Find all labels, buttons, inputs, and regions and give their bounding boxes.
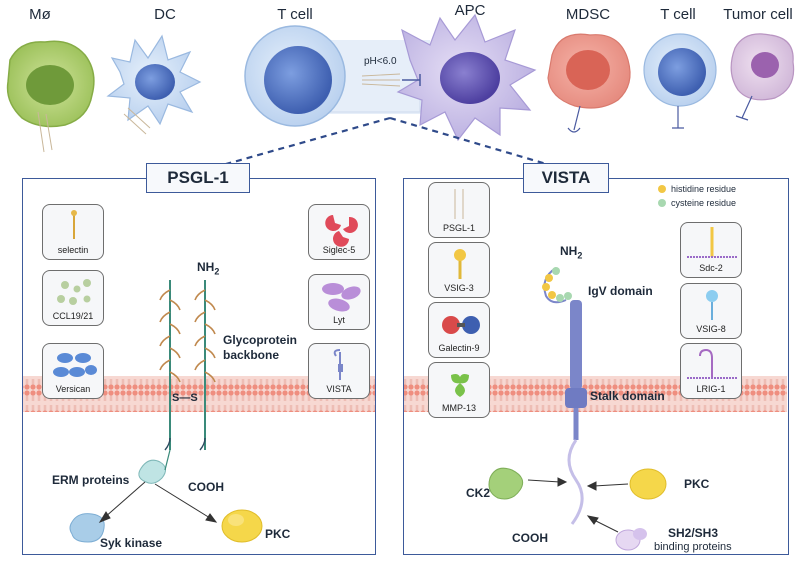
psgl-arrows	[98, 481, 218, 524]
ck2-label: CK2	[466, 486, 491, 500]
psgl-title: PSGL-1	[146, 163, 250, 193]
erm-label: ERM proteins	[52, 473, 130, 487]
glycoprotein-label: Glycoprotein backbone	[223, 333, 298, 362]
syk-kinase-shape	[69, 513, 105, 543]
vista-ligand-vsig-3: VSIG-3	[428, 242, 490, 298]
apc-cell	[361, 13, 537, 142]
dendritic-cell	[106, 34, 202, 135]
t-cell-right	[643, 33, 717, 129]
tumor-cell	[730, 33, 795, 121]
histidine-residues	[542, 274, 556, 299]
tumor-label: Tumor cell	[723, 6, 793, 23]
connector-right	[389, 116, 561, 170]
psgl-pkc-label: PKC	[265, 527, 291, 541]
vista-ligand-sdc-2: Sdc-2	[680, 222, 742, 278]
t-cell-left	[244, 25, 430, 127]
ligand-vista: VISTA	[308, 343, 370, 399]
ligand-ccl19-21: CCL19/21	[42, 270, 104, 326]
vista-nh2-label: NH2	[560, 244, 583, 261]
psgl-cooh-label: COOH	[188, 480, 224, 494]
ligand-versican: Versican	[42, 343, 104, 399]
vista-pkc-label: PKC	[684, 477, 710, 491]
mo-label: Mø	[29, 6, 51, 23]
ligand-siglec-5: Siglec-5	[308, 204, 370, 260]
syk-label: Syk kinase	[100, 536, 163, 550]
psgl-pkc-shape	[221, 509, 263, 543]
cysteine-legend-label: cysteine residue	[671, 198, 737, 208]
ph-label: pH<6.0	[364, 56, 397, 67]
disulfide-label: S—S	[172, 392, 198, 404]
vista-ligand-mmp-13: MMP-13	[428, 362, 490, 418]
vista-ligand-vsig-8: VSIG-8	[680, 283, 742, 339]
vista-arrows	[527, 477, 629, 533]
mdsc-cell	[547, 33, 631, 133]
vista-molecule	[542, 267, 587, 525]
igv-label: IgV domain	[588, 284, 653, 298]
ligand-lyt: Lyt	[308, 274, 370, 330]
sh-label: SH2/SH3	[668, 526, 719, 540]
sh-sub-label: binding proteins	[654, 541, 732, 553]
vista-cooh-label: COOH	[512, 531, 548, 545]
apc-label: APC	[454, 2, 486, 19]
cysteine-residues	[552, 267, 572, 302]
stalk-label: Stalk domain	[590, 389, 665, 403]
psgl-backbone	[159, 280, 216, 451]
cysteine-legend-dot	[658, 199, 666, 207]
vista-ligand-galectin-9: Galectin-9	[428, 302, 490, 358]
vista-ligand-lrig-1: LRIG-1	[680, 343, 742, 399]
vista-legend: histidine residue cysteine residue	[658, 184, 736, 208]
tcell-left-label: T cell	[277, 6, 313, 23]
erm-protein-shape	[138, 449, 171, 484]
ck2-shape	[488, 467, 524, 500]
macrophage-cell	[6, 40, 95, 153]
histidine-legend-label: histidine residue	[671, 184, 737, 194]
vista-title: VISTA	[523, 163, 609, 193]
tcell-right-label: T cell	[660, 6, 696, 23]
psgl-nh2-label: NH2	[197, 260, 220, 277]
vista-ligand-psgl-1: PSGL-1	[428, 182, 490, 238]
connector-left	[211, 116, 391, 170]
histidine-legend-dot	[658, 185, 666, 193]
mdsc-label: MDSC	[565, 6, 611, 23]
sh-protein-shape	[615, 528, 647, 551]
dc-label: DC	[154, 6, 176, 23]
vista-pkc-shape	[629, 468, 667, 500]
ligand-selectin: selectin	[42, 204, 104, 260]
